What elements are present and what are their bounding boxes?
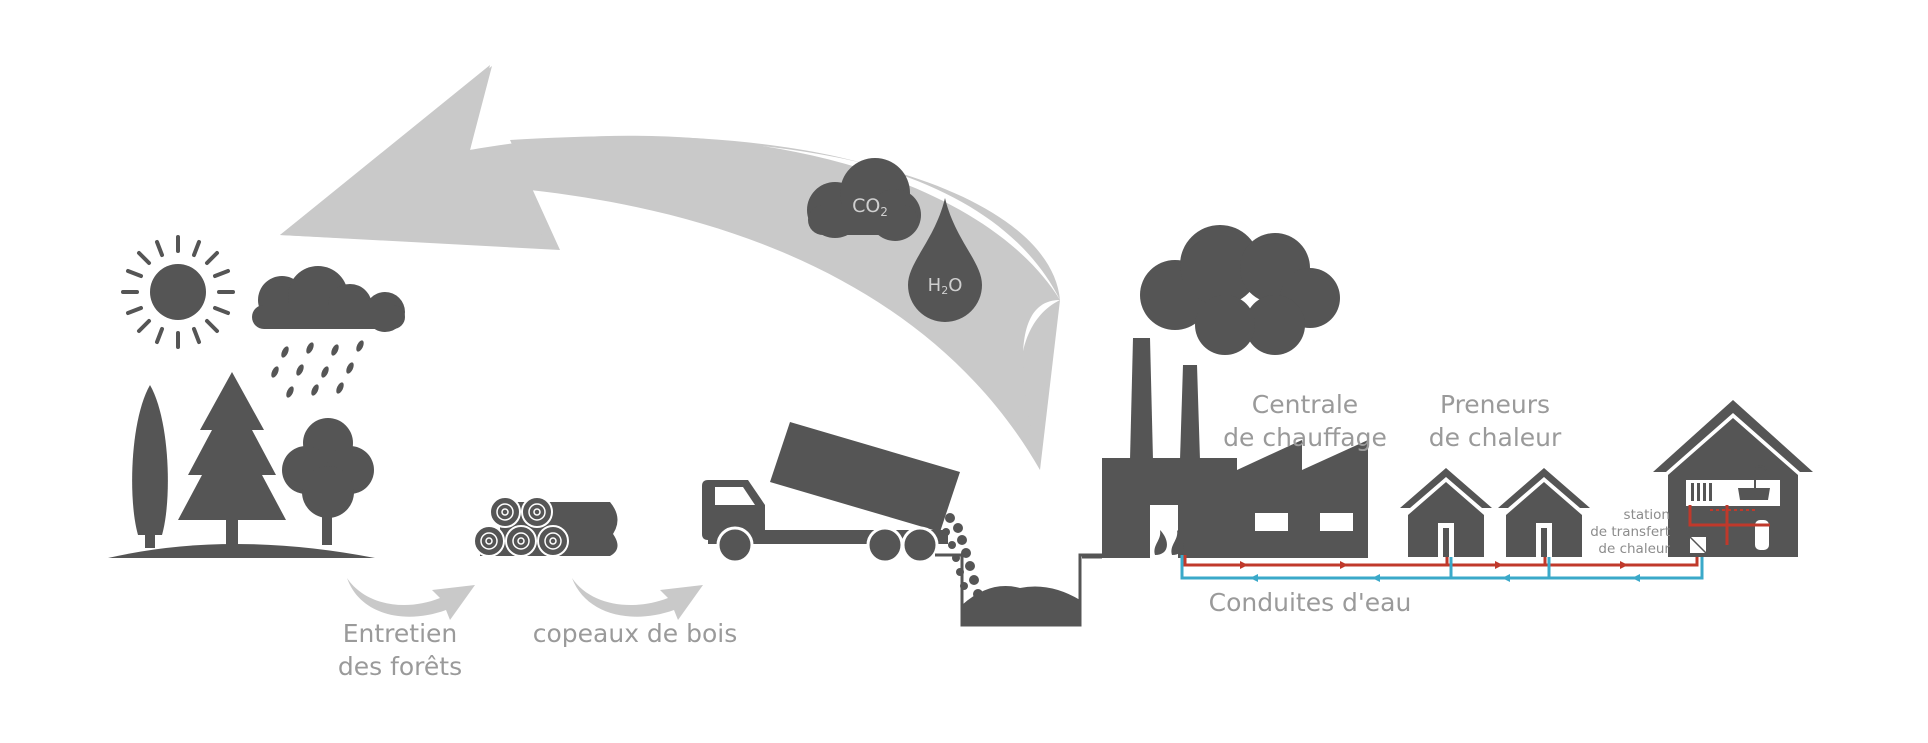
h2o-text-o: O [948,275,962,296]
house-with-installation-icon [1653,400,1813,557]
co2-subscript: 2 [880,205,888,219]
flow-arrow-1 [347,578,475,620]
station-label-line1: station [1623,507,1670,523]
h2o-text-h: H [928,275,942,296]
water-pipes-label: Conduites d'eau [1180,586,1440,619]
plant-label-line2: de chauffage [1223,423,1387,452]
heat-takers-label: Preneurs de chaleur [1405,388,1585,454]
logs-icon [473,496,618,557]
svg-text:H2O: H2O [928,275,963,297]
house-icon-2 [1498,468,1590,557]
rain-cloud-icon [252,266,405,398]
station-label-line2: de transfert [1590,524,1670,540]
h2o-subscript: 2 [941,284,948,297]
flow-arrow-2 [572,578,703,620]
storage-pit-icon [935,553,1105,627]
water-drop-icon: H2O [908,198,982,322]
forest-label-line1: Entretien [342,619,458,648]
pipes-label-text: Conduites d'eau [1208,588,1412,617]
house-icon-1 [1400,468,1492,557]
cycle-arrow-body [280,66,1060,470]
forest-icon [108,372,375,558]
sun-icon [121,235,235,349]
forest-maintenance-label: Entretien des forêts [325,617,475,683]
forest-label-line2: des forêts [337,652,463,681]
heat-transfer-station-label: station de transfert de chaleur [1570,507,1670,558]
co2-text: CO [852,195,880,217]
wood-chips-label: copeaux de bois [520,617,750,650]
svg-text:CO2: CO2 [852,195,888,219]
heating-plant-label: Centrale de chauffage [1210,388,1400,454]
plant-label-line1: Centrale [1251,390,1359,419]
station-label-line3: de chaleur [1598,541,1670,557]
truck-icon [702,422,960,564]
chips-label-text: copeaux de bois [532,619,738,648]
falling-chips-icon [942,513,983,599]
co2-cloud-icon: CO2 [807,158,921,241]
heating-plant-icon [1082,225,1368,559]
pipe-flow-arrows [1240,561,1640,582]
takers-label-line1: Preneurs [1439,390,1551,419]
takers-label-line2: de chaleur [1428,423,1562,452]
